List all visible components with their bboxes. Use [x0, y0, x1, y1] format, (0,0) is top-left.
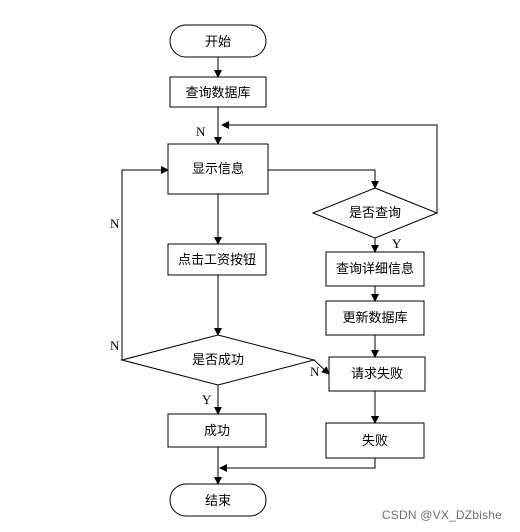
edge-successq-requestfail — [313, 359, 330, 375]
label-left-loop-n: N — [110, 216, 120, 231]
edge-queryq-loop — [221, 121, 438, 213]
label-query-y: Y — [392, 236, 402, 251]
node-success-label: 成功 — [204, 424, 230, 439]
node-success: 成功 — [167, 413, 267, 448]
connectors — [121, 57, 438, 485]
edge-fail-end — [219, 458, 376, 472]
node-show-info: 显示信息 — [167, 143, 269, 195]
node-click-pay-label: 点击工资按钮 — [178, 253, 256, 268]
node-query-detail: 查询详细信息 — [325, 251, 425, 287]
node-end: 结束 — [169, 483, 267, 517]
node-query-decision: 是否查询 — [311, 187, 439, 239]
node-request-fail-label: 请求失败 — [351, 367, 403, 382]
label-loop-top-n: N — [196, 124, 206, 139]
edge-showinfo-queryq — [268, 169, 379, 189]
label-success-y: Y — [202, 392, 212, 407]
node-fail-label: 失败 — [362, 434, 388, 449]
node-update-db-label: 更新数据库 — [342, 310, 407, 326]
node-query-decision-label: 是否查询 — [349, 206, 401, 221]
label-left-branch-n: N — [110, 338, 120, 353]
node-fail: 失败 — [325, 422, 425, 459]
node-start-label: 开始 — [205, 35, 231, 50]
node-query-detail-label: 查询详细信息 — [336, 261, 414, 277]
node-end-label: 结束 — [205, 494, 231, 509]
node-update-db: 更新数据库 — [325, 300, 425, 336]
node-success-decision-label: 是否成功 — [192, 353, 244, 368]
node-start: 开始 — [169, 24, 267, 58]
edge-successq-loop-showinfo — [121, 166, 169, 360]
node-success-decision: 是否成功 — [120, 334, 316, 386]
label-request-fail-n: N — [310, 364, 320, 379]
node-query-db-label: 查询数据库 — [185, 85, 250, 101]
node-query-db: 查询数据库 — [169, 76, 267, 108]
node-request-fail: 请求失败 — [328, 356, 426, 392]
watermark: CSDN @VX_DZbishe — [381, 508, 502, 522]
node-click-pay: 点击工资按钮 — [167, 243, 267, 276]
node-show-info-label: 显示信息 — [192, 161, 244, 177]
